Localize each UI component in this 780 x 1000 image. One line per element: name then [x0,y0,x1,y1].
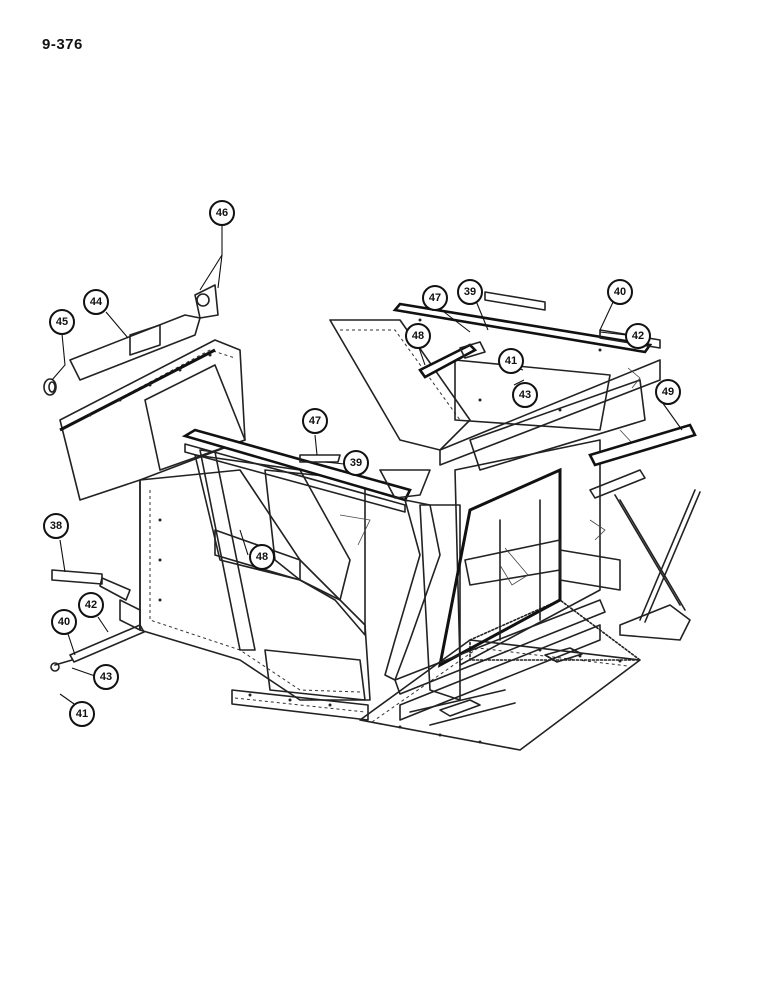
floor-plate-front [359,639,641,751]
rear-grab-bar [418,341,486,379]
callout-40-rear: 40 [607,279,633,305]
svg-text:48: 48 [412,330,424,342]
callout-47-rear: 47 [422,285,448,311]
svg-text:48: 48 [256,551,268,563]
svg-text:41: 41 [505,355,517,367]
svg-text:42: 42 [632,330,644,342]
fastener-dots [88,318,622,744]
svg-text:45: 45 [56,316,68,328]
mount-bracket [51,569,131,601]
svg-text:43: 43 [100,671,112,683]
svg-text:44: 44 [90,296,103,308]
rear-cross-member [588,423,697,499]
svg-text:39: 39 [350,457,362,469]
right-lower-sill [394,599,606,721]
svg-text:49: 49 [662,386,674,398]
left-upper-panel [59,339,246,501]
callout-47-front: 47 [302,408,328,434]
callout-41-rear: 41 [498,348,524,374]
callout-38: 38 [43,513,69,539]
callout-45: 45 [49,309,75,335]
right-door-frame [437,439,606,668]
rear-diagonal-braces [614,489,701,641]
floor-plate-rear [469,599,641,663]
callout-41-lower: 41 [69,701,95,727]
rod-assembly [50,599,145,672]
callout-48-rear: 48 [405,323,431,349]
callout-49: 49 [655,379,681,405]
page-number: 9-376 [42,36,83,53]
svg-text:47: 47 [309,415,321,427]
svg-text:43: 43 [519,389,531,401]
knob [43,378,57,396]
callout-46: 46 [209,200,235,226]
lower-left-sill [231,689,369,721]
callout-42-rear: 42 [625,323,651,349]
rear-upper-panel [329,319,661,466]
callout-40-lower: 40 [51,609,77,635]
svg-text:39: 39 [464,286,476,298]
svg-text:40: 40 [58,616,70,628]
callout-43-lower: 43 [93,664,119,690]
callout-48-front: 48 [249,544,275,570]
callout-39-front: 39 [343,450,369,476]
svg-text:42: 42 [85,599,97,611]
callout-43-rear: 43 [512,382,538,408]
svg-text:41: 41 [76,708,88,720]
left-side-panel [139,469,371,701]
svg-text:40: 40 [614,286,626,298]
callout-42-lower: 42 [78,592,104,618]
svg-text:47: 47 [429,292,441,304]
top-front-header-beam [181,428,431,513]
rear-lower-sill [559,549,621,591]
svg-text:46: 46 [216,207,228,219]
callout-39-rear: 39 [457,279,483,305]
svg-text:38: 38 [50,520,62,532]
callout-44: 44 [83,289,109,315]
upper-bracket-assembly [69,284,219,381]
